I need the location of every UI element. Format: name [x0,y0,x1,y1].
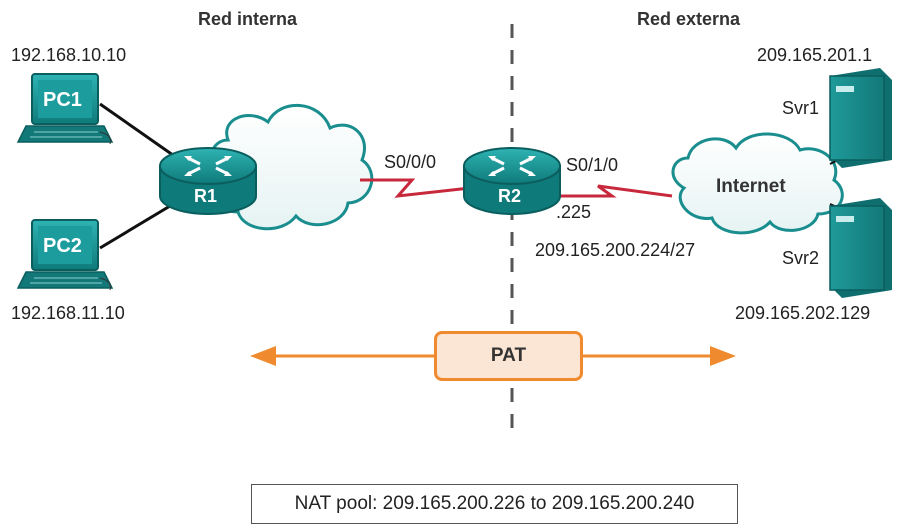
internet-cloud [671,132,844,235]
svr2-server-icon [829,198,892,298]
serial-link-r1-r2 [360,178,471,198]
wan-subnet-label: 209.165.200.224/27 [535,240,696,260]
r1-label: R1 [194,186,218,206]
serial-link-r2-internet [556,184,673,198]
r2-ip-suffix-label: .225 [556,202,592,222]
pc2-ip-label: 192.168.11.10 [11,303,125,323]
svr2-ip-label: 209.165.202.129 [735,303,871,323]
svr1-label: Svr1 [782,98,820,118]
r2-router-icon [463,147,561,215]
svr1-server-icon [829,68,892,168]
pc1-label: PC1 [43,89,82,111]
link-pc1-r1 [99,102,181,162]
svr2-label: Svr2 [782,248,820,268]
pc1-computer-icon [16,73,114,145]
link-pc2-r1 [99,198,181,250]
pc2-computer-icon [16,219,114,291]
svr1-ip-label: 209.165.201.1 [757,45,873,65]
r2-internet-interface-label: S0/1/0 [566,155,619,175]
internet-label: Internet [716,176,786,197]
r1-router-icon [159,147,257,215]
pc2-label: PC2 [43,235,82,257]
external-network-header: Red externa [637,9,741,29]
r1-r2-interface-label: S0/0/0 [384,152,437,172]
pat-box: PAT [434,331,583,381]
pc1-ip-label: 192.168.10.10 [11,45,127,65]
internal-network-header: Red interna [198,9,298,29]
nat-pool-box: NAT pool: 209.165.200.226 to 209.165.200… [251,484,738,524]
r2-label: R2 [498,186,522,206]
